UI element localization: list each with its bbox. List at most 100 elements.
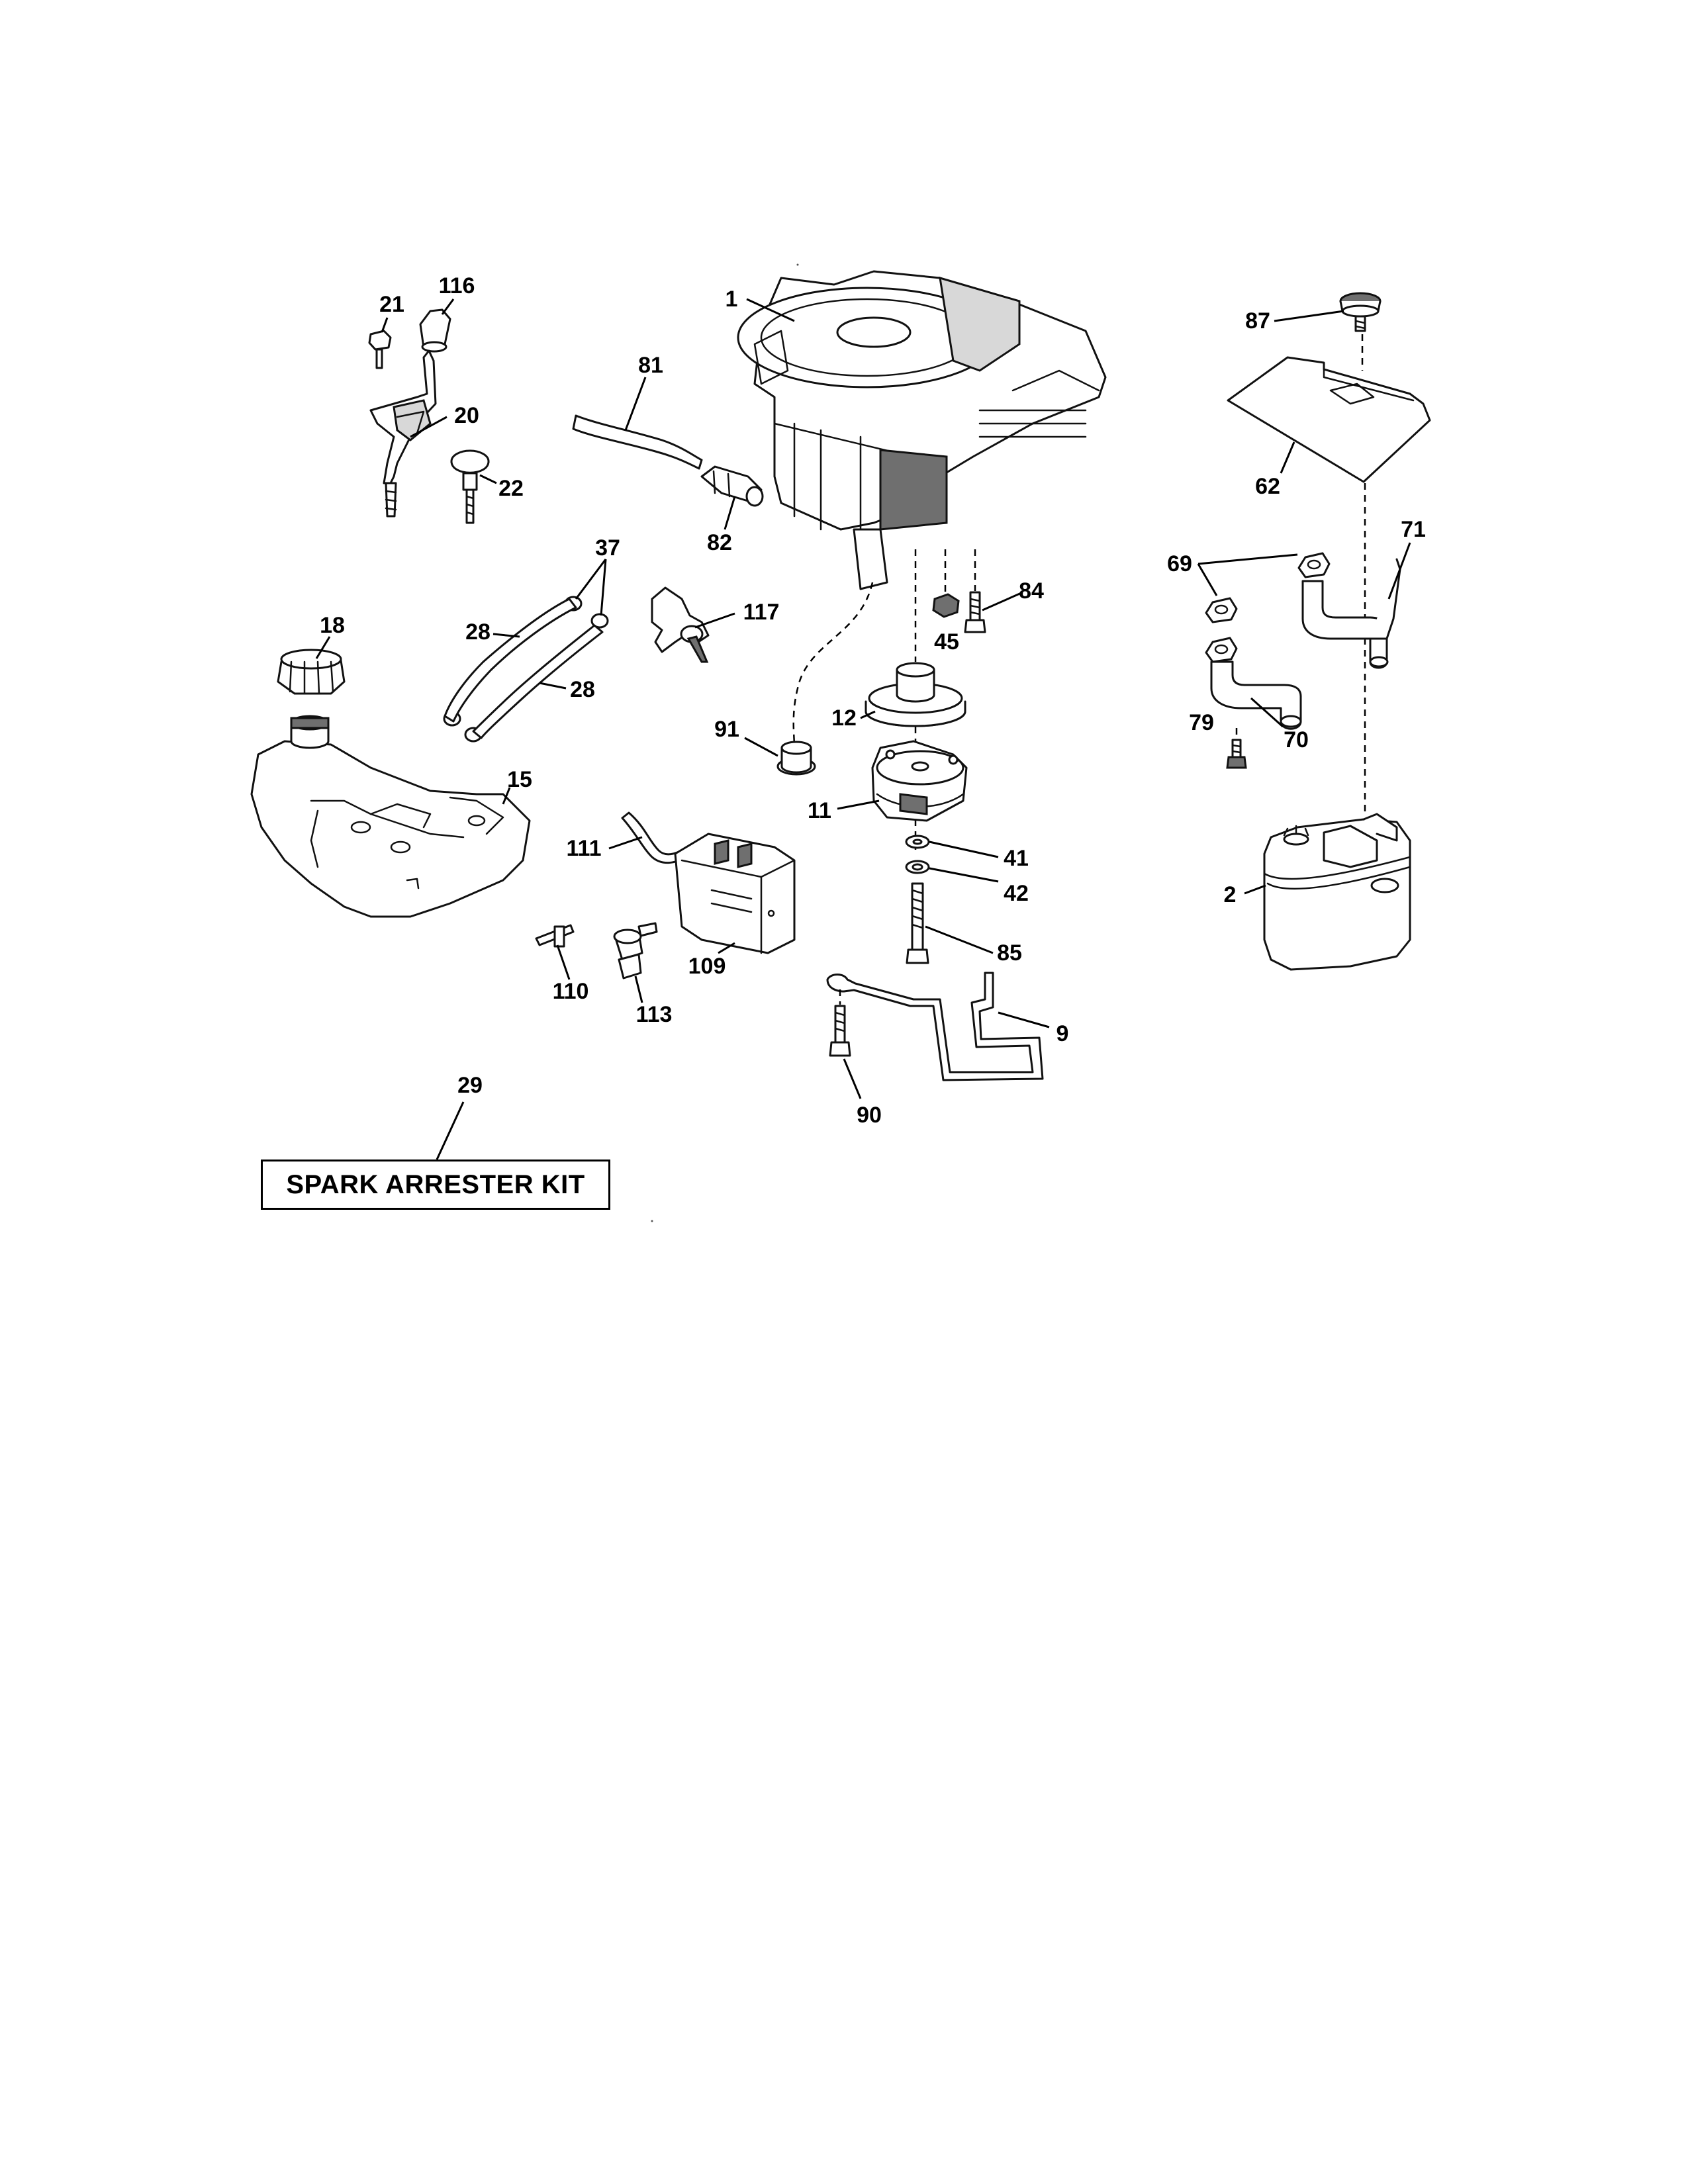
label-70: 70 [1284,727,1309,752]
fuel-line-upper [444,598,577,723]
leader-22 [479,474,497,484]
label-9: 9 [1056,1021,1069,1046]
leader-69a [1197,553,1298,565]
leader-9 [998,1011,1050,1028]
gaskets [1205,552,1331,663]
leader-18 [315,636,331,659]
label-21: 21 [379,292,404,317]
fuel-tank [250,715,531,918]
leader-28b [539,682,567,690]
label-18: 18 [320,613,345,638]
fuel-cap [277,649,346,695]
leader-62 [1280,441,1295,474]
label-110: 110 [553,979,589,1004]
nut-45 [932,593,960,618]
label-1: 1 [726,287,738,312]
label-90: 90 [857,1103,882,1128]
leader-15 [502,787,511,805]
exhaust-pipe-right [1301,558,1401,669]
leader-20 [410,416,447,438]
leader-28a [492,633,520,638]
exhaust-pipe-left [1210,660,1302,730]
label-84: 84 [1019,578,1044,604]
bolt-90 [829,1005,851,1057]
label-41: 41 [1004,846,1029,871]
label-12: 12 [831,705,857,731]
label-62: 62 [1255,474,1280,499]
battery [674,833,796,954]
screw-21 [368,330,392,369]
leader-70 [1250,697,1284,728]
label-111: 111 [567,836,602,861]
label-85: 85 [997,940,1022,966]
electric-clutch [871,740,968,822]
leader-90 [843,1058,862,1099]
label-22: 22 [498,476,524,501]
label-37: 37 [595,535,620,561]
label-109: 109 [688,954,726,979]
leader-71 [1387,542,1411,600]
heat-shield [1227,356,1431,483]
label-2: 2 [1224,882,1237,907]
screw-79 [1226,739,1247,769]
leader-110 [556,944,571,980]
leader-12 [860,710,876,719]
label-87: 87 [1245,308,1270,334]
leader-11 [837,799,880,810]
label-69: 69 [1167,551,1192,576]
label-28b: 28 [570,677,595,702]
guide-line-91 [792,582,874,749]
label-11: 11 [808,798,831,823]
connector-110 [535,924,575,948]
leader-37a [575,559,607,600]
clamps [443,596,609,743]
label-71: 71 [1401,517,1426,542]
pulley [865,662,966,727]
speck-mark [796,263,799,266]
leader-113 [634,976,643,1003]
spark-arrester-kit-box: SPARK ARRESTER KIT [261,1160,610,1210]
label-116: 116 [439,273,475,298]
bushing-91 [776,741,816,776]
speck-mark [651,1220,653,1222]
leader-37b [600,559,607,616]
choke-knob [419,308,451,353]
muffler [1263,813,1411,971]
leader-69b [1197,563,1218,596]
label-15: 15 [507,767,532,792]
leader-117 [694,612,735,629]
leader-111 [608,836,643,850]
fitting-113 [613,922,658,979]
throttle-control [369,349,437,518]
leader-84 [982,591,1023,612]
leader-29 [436,1101,465,1160]
muffler-bracket [826,972,1044,1081]
washer-41 [905,835,930,849]
washer-42 [905,860,930,874]
engine [737,270,1107,590]
leader-42 [929,867,999,883]
label-91: 91 [714,717,739,742]
leader-21 [381,317,389,333]
knob-22 [450,449,490,524]
leader-1 [746,298,795,322]
label-29: 29 [457,1073,483,1098]
fuel-line-lower [472,624,604,739]
leader-85 [925,925,994,954]
label-81: 81 [638,353,663,378]
label-28a: 28 [465,619,491,645]
label-82: 82 [707,530,732,555]
label-20: 20 [454,403,479,428]
bolt-84 [964,591,986,633]
fuel-valve [651,586,710,663]
label-42: 42 [1004,881,1029,906]
label-113: 113 [636,1002,673,1027]
leader-109 [718,942,735,954]
leader-87 [1274,310,1344,322]
leader-81 [624,377,647,431]
label-79: 79 [1189,710,1214,735]
leader-116 [441,298,455,315]
fuel-filter [700,465,764,507]
leader-2 [1244,884,1266,895]
